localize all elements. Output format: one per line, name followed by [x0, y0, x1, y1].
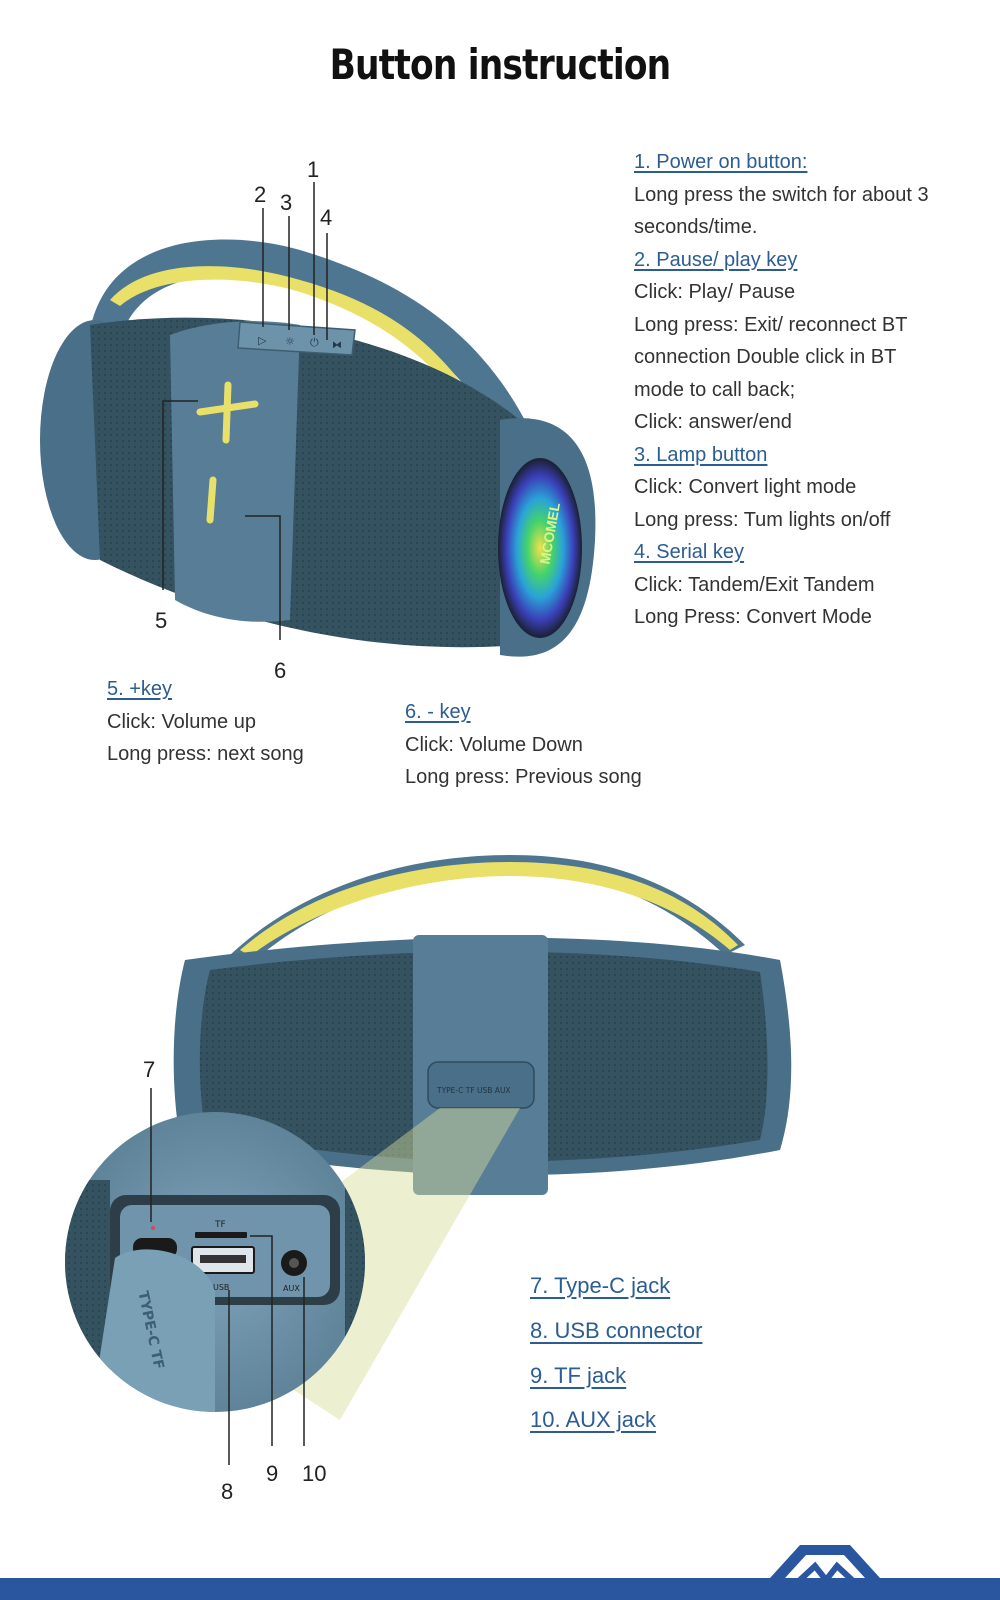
callout-6: 6 — [274, 658, 287, 683]
top-speaker: ▷ ☼ ⏻ ⧓ MCOMEL — [40, 239, 596, 657]
svg-text:▷: ▷ — [258, 334, 267, 347]
callout-1: 1 — [307, 157, 320, 182]
minus-key-heading: 6. - key — [405, 701, 471, 723]
svg-text:⏻: ⏻ — [310, 336, 319, 349]
callout-7: 7 — [143, 1057, 156, 1082]
play-key-line: mode to call back; — [634, 378, 796, 401]
port-label-type-c: 7. Type-C jack — [530, 1273, 671, 1298]
plus-key-heading: 5. +key — [107, 678, 173, 700]
bottom-leader-lines — [150, 1088, 305, 1465]
top-leader-lines — [162, 182, 328, 640]
page-title: Button instruction — [329, 40, 672, 89]
port-label-aux: 10. AUX jack — [530, 1407, 656, 1432]
port-label-tf: 9. TF jack — [530, 1363, 627, 1388]
port-label-usb: 8. USB connector — [530, 1318, 703, 1343]
play-key-line: Click: answer/end — [634, 411, 792, 433]
plus-key-line: Long press: next song — [107, 743, 304, 765]
callout-5: 5 — [155, 608, 168, 633]
play-key-heading: 2. Pause/ play key — [634, 248, 798, 271]
power-button-line: Long press the switch for about 3 — [634, 183, 929, 206]
zoom-label-tf: TF — [214, 1220, 226, 1230]
lamp-button-line: Click: Convert light mode — [634, 476, 857, 498]
serial-key-line: Click: Tandem/Exit Tandem — [634, 573, 875, 596]
callout-3: 3 — [280, 190, 293, 215]
serial-key-line: Long Press: Convert Mode — [634, 606, 872, 628]
instruction-list: 1. Power on button: Long press the switc… — [634, 146, 979, 634]
port-zoom-detail: TF USB AUX TYPE-C TF — [65, 1112, 365, 1412]
svg-text:☼: ☼ — [285, 335, 295, 348]
minus-key-block: 6. - key Click: Volume Down Long press: … — [405, 696, 705, 794]
plus-key-line: Click: Volume up — [107, 710, 256, 733]
lamp-button-line: Long press: Tum lights on/off — [634, 508, 891, 531]
svg-text:⧓: ⧓ — [332, 340, 342, 351]
play-key-line: Long press: Exit/ reconnect BT — [634, 313, 908, 336]
plus-key-block: 5. +key Click: Volume up Long press: nex… — [107, 673, 367, 771]
callout-10: 10 — [302, 1461, 327, 1486]
play-key-line: connection Double click in BT — [634, 346, 897, 368]
callout-8: 8 — [221, 1479, 234, 1504]
callout-9: 9 — [266, 1461, 279, 1486]
minus-key-line: Click: Volume Down — [405, 733, 583, 756]
zoom-label-aux: AUX — [283, 1284, 300, 1293]
zoom-label-usb: USB — [213, 1283, 229, 1292]
port-panel-text: TYPE-C TF USB AUX — [436, 1086, 511, 1095]
serial-key-heading: 4. Serial key — [634, 541, 745, 563]
footer-band — [0, 1578, 1000, 1600]
power-button-line: seconds/time. — [634, 216, 758, 238]
callout-4: 4 — [320, 205, 333, 230]
minus-key-line: Long press: Previous song — [405, 766, 642, 788]
lamp-button-heading: 3. Lamp button — [634, 443, 768, 466]
play-key-line: Click: Play/ Pause — [634, 281, 796, 303]
callout-2: 2 — [254, 182, 267, 207]
power-button-heading: 1. Power on button: — [634, 151, 808, 173]
